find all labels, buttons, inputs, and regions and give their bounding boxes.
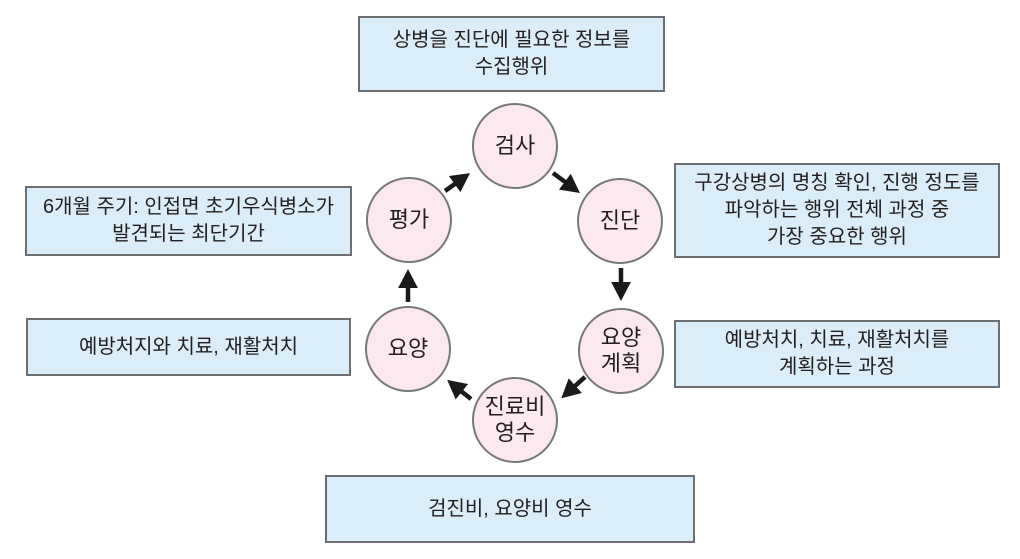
cycle-node-fee-receipt: 진료비 영수: [472, 377, 558, 463]
cycle-node-examination: 검사: [472, 103, 558, 189]
note-top-examination: 상병을 진단에 필요한 정보를 수집행위: [358, 16, 665, 92]
note-left-care: 예방처지와 치료, 재활처치: [26, 318, 351, 376]
cycle-node-care-plan: 요양 계획: [578, 308, 664, 394]
note-left-evaluation: 6개월 주기: 인접면 초기우식병소가 발견되는 최단기간: [25, 186, 352, 256]
arrow-examination-to-diagnosis: [551, 171, 580, 193]
cycle-node-evaluation: 평가: [366, 177, 452, 263]
note-bottom-fee-receipt: 검진비, 요양비 영수: [325, 475, 695, 543]
note-right-care-plan: 예방처치, 치료, 재활처치를 계획하는 과정: [674, 320, 1000, 388]
arrow-fee-receipt-to-care: [447, 379, 473, 401]
arrow-evaluation-to-examination: [443, 173, 471, 193]
cycle-node-care: 요양: [365, 306, 451, 392]
cycle-node-diagnosis: 진단: [577, 178, 663, 264]
arrow-care-plan-to-fee-receipt: [561, 375, 587, 399]
note-right-diagnosis: 구강상병의 명칭 확인, 진행 정도를 파악하는 행위 전체 과정 중 가장 중…: [674, 163, 1000, 258]
